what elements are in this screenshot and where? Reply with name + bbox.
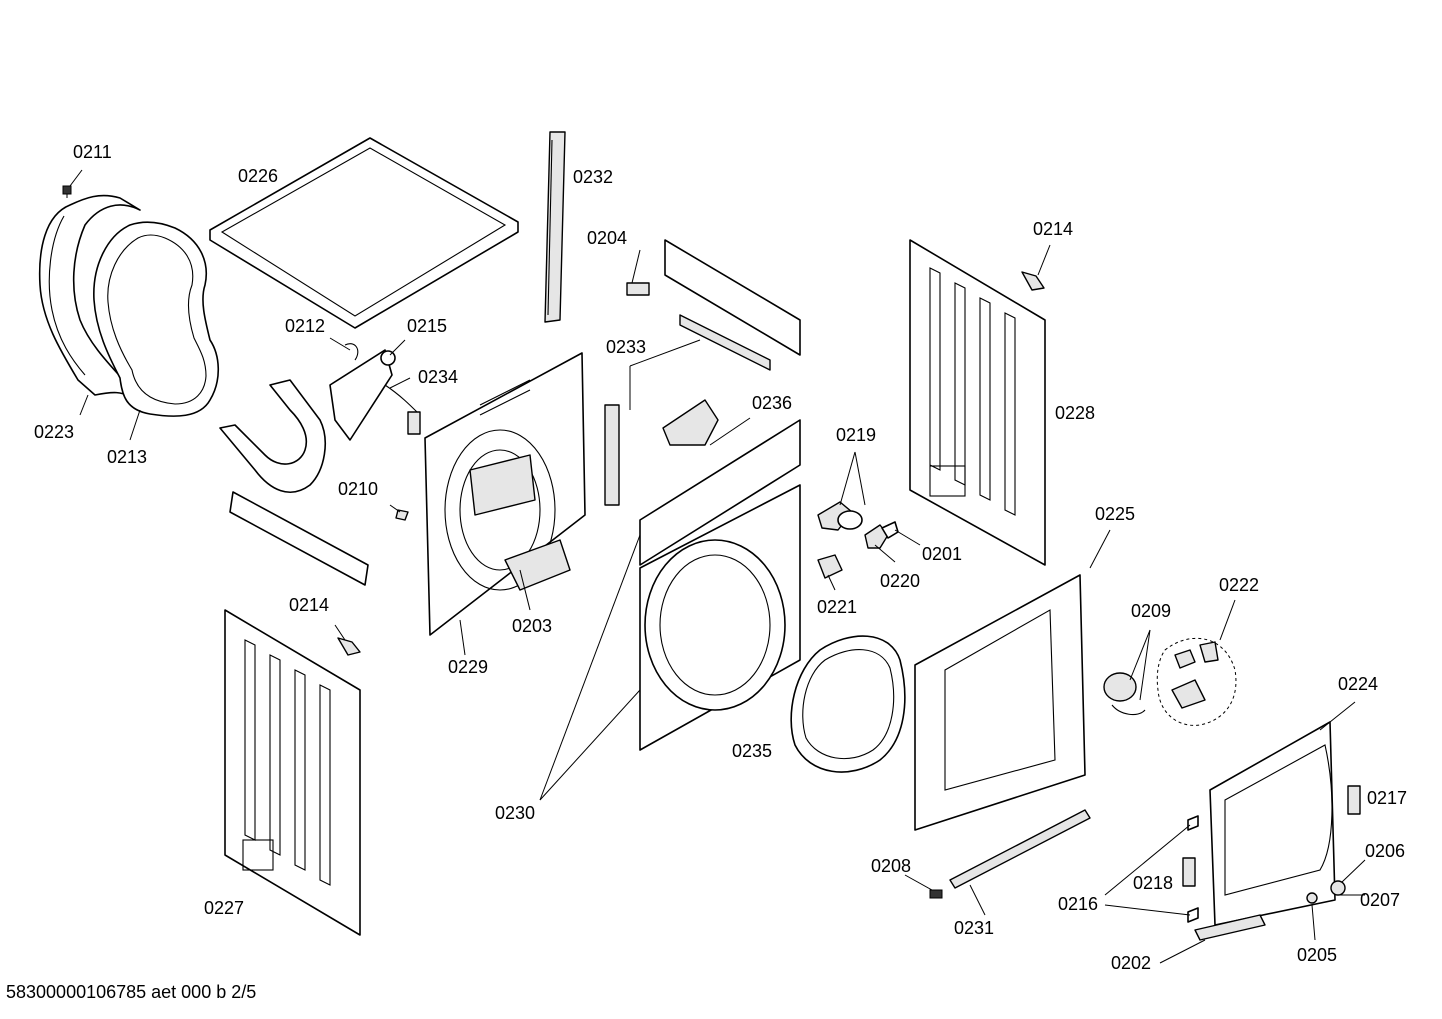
clip-0214-right — [1021, 271, 1045, 291]
label-0218: 0218 — [1133, 873, 1173, 893]
heater-assembly-0234 — [329, 343, 421, 441]
front-frame-0230 — [639, 419, 801, 751]
part-labels: 0211 0226 0232 0204 0214 0212 0215 0234 … — [34, 142, 1407, 973]
bracket-0236 — [662, 399, 719, 446]
label-0229: 0229 — [448, 657, 488, 677]
label-0232: 0232 — [573, 167, 613, 187]
label-0208: 0208 — [871, 856, 911, 876]
control-bracket — [626, 239, 801, 371]
label-0202: 0202 — [1111, 953, 1151, 973]
label-0220: 0220 — [880, 571, 920, 591]
label-0211: 0211 — [73, 142, 112, 162]
label-0201: 0201 — [922, 544, 962, 564]
label-0212: 0212 — [285, 316, 325, 336]
door-frame-0224 — [1209, 721, 1336, 926]
label-0225: 0225 — [1095, 504, 1135, 524]
drum-rear-seal-0213 — [93, 221, 220, 417]
drum-rear-gasket-0223 — [38, 194, 141, 401]
label-0217: 0217 — [1367, 788, 1407, 808]
label-0205: 0205 — [1297, 945, 1337, 965]
label-0214-right: 0214 — [1033, 219, 1073, 239]
front-panel-0225 — [914, 574, 1086, 831]
hinge-bar-0233 — [604, 404, 620, 506]
side-panel-left-0227 — [224, 609, 361, 936]
label-0223: 0223 — [34, 422, 74, 442]
label-0209: 0209 — [1131, 601, 1171, 621]
lens-0220 — [864, 524, 889, 549]
top-cover-0226 — [209, 137, 519, 329]
clip-0208 — [929, 889, 943, 899]
label-0204: 0204 — [587, 228, 627, 248]
label-0214-left: 0214 — [289, 595, 329, 615]
label-0213: 0213 — [107, 447, 147, 467]
label-0234: 0234 — [418, 367, 458, 387]
label-0235: 0235 — [732, 741, 772, 761]
rear-panel — [424, 352, 586, 636]
air-duct — [219, 379, 326, 494]
label-0221: 0221 — [817, 597, 857, 617]
label-0236: 0236 — [752, 393, 792, 413]
side-panel-right-0228 — [909, 239, 1046, 566]
handle-0209 — [1103, 672, 1146, 716]
label-0222: 0222 — [1219, 575, 1259, 595]
label-0207: 0207 — [1360, 890, 1400, 910]
lock-0219 — [817, 501, 863, 531]
label-0228: 0228 — [1055, 403, 1095, 423]
label-0224: 0224 — [1338, 674, 1378, 694]
label-0233: 0233 — [606, 337, 646, 357]
label-0230: 0230 — [495, 803, 535, 823]
label-0219: 0219 — [836, 425, 876, 445]
label-0226: 0226 — [238, 166, 278, 186]
document-footer: 58300000106785 aet 000 b 2/5 — [6, 982, 256, 1002]
leader-lines — [69, 169, 1366, 964]
label-0231: 0231 — [954, 918, 994, 938]
label-0216: 0216 — [1058, 894, 1098, 914]
label-0215: 0215 — [407, 316, 447, 336]
label-0203: 0203 — [512, 616, 552, 636]
bottom-rail-0231 — [949, 809, 1091, 889]
clip-0210 — [395, 509, 409, 521]
door-seal-0235 — [790, 635, 906, 773]
latch-set-0222 — [1156, 637, 1237, 726]
label-0227: 0227 — [204, 898, 244, 918]
rail-0232 — [544, 131, 566, 323]
label-0210: 0210 — [338, 479, 378, 499]
screw-0211 — [62, 185, 72, 198]
mount-rail — [229, 491, 369, 586]
switch-0221 — [817, 554, 843, 579]
label-0206: 0206 — [1365, 841, 1405, 861]
clip-0214-left — [337, 637, 361, 656]
